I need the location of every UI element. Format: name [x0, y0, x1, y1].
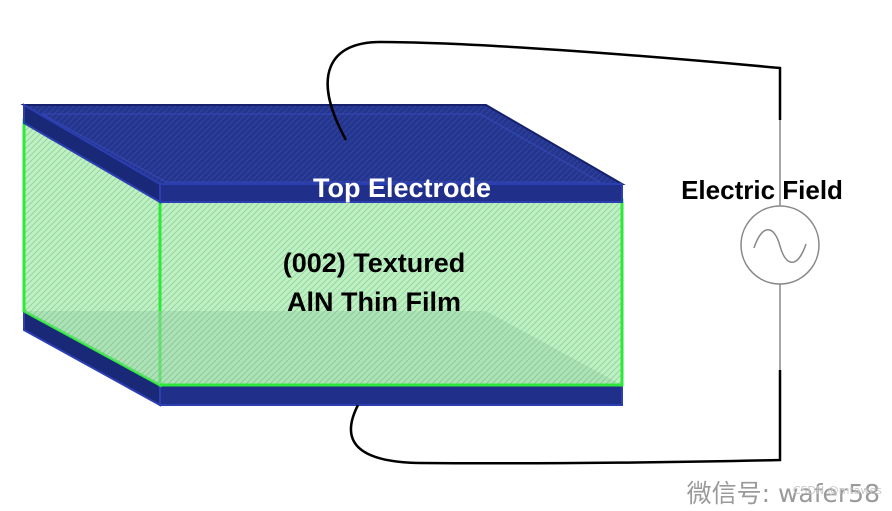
- bottom-wire: [349, 370, 782, 465]
- electric-field-label: Electric Field: [681, 175, 843, 205]
- top-wire: [326, 40, 782, 141]
- watermark-text: 微信号: wafer58: [687, 479, 880, 508]
- film-inner-shade: [24, 311, 622, 385]
- film-label-line1: (002) Textured: [283, 248, 466, 278]
- sine-wave-icon: [753, 229, 807, 263]
- top-electrode-front: [159, 183, 623, 203]
- top-electrode-label: Top Electrode: [313, 173, 491, 203]
- watermark-overlay: CSDN @mtawes: [793, 484, 882, 497]
- bottom-electrode-front: [159, 384, 623, 406]
- film-label-line2: AlN Thin Film: [287, 287, 461, 317]
